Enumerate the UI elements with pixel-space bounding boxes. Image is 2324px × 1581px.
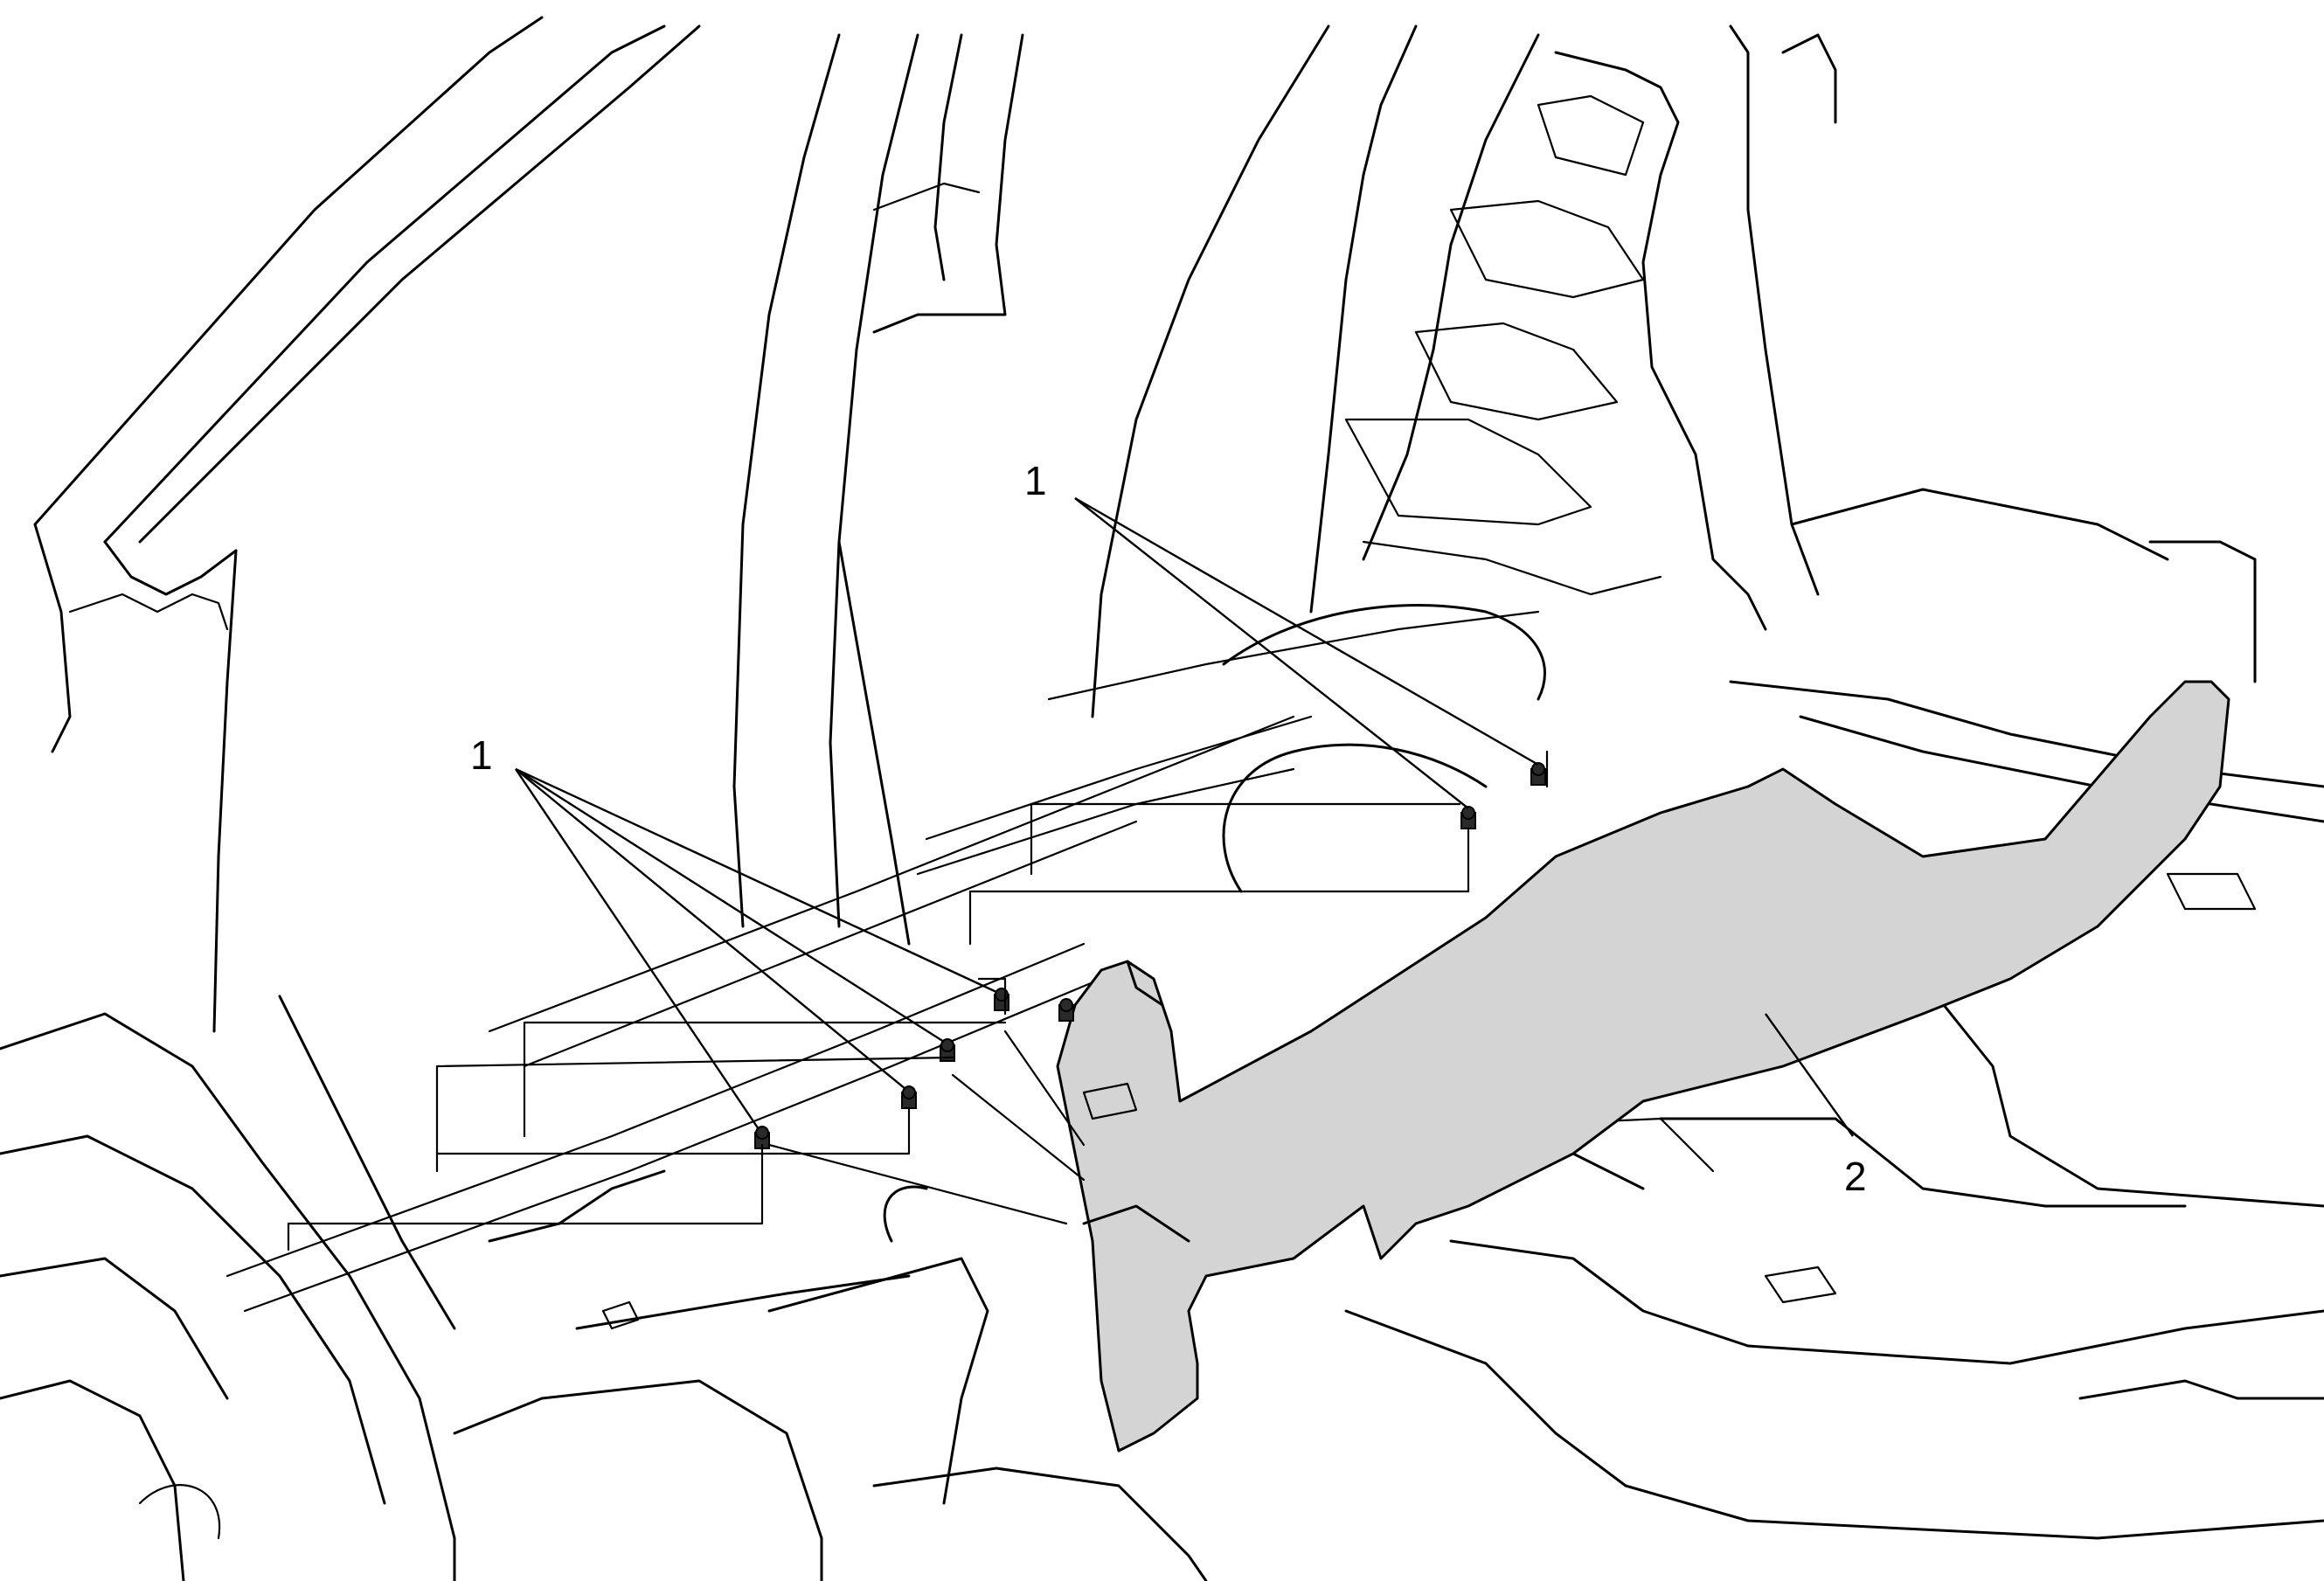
fastener-clip (1460, 806, 1476, 829)
clip-bracket-lines (287, 750, 1549, 1252)
leader-lines (515, 496, 1854, 1137)
fastener-clip (1530, 762, 1546, 786)
b-pillar (732, 33, 1024, 946)
fastener-clip (994, 988, 1009, 1011)
sill-trim-panel (1056, 540, 2257, 1453)
c-pillar (1091, 24, 2169, 718)
fastener-clip (1058, 998, 1074, 1022)
fastener-clip (754, 1126, 770, 1149)
callout-fasteners-upper: 1 (1024, 458, 1047, 503)
fastener-clip (901, 1085, 917, 1109)
callout-fasteners-lower: 1 (470, 732, 493, 778)
a-pillar (33, 16, 701, 1033)
callout-sill-panel: 2 (1844, 1154, 1867, 1199)
front-seat-area (0, 995, 1208, 1581)
